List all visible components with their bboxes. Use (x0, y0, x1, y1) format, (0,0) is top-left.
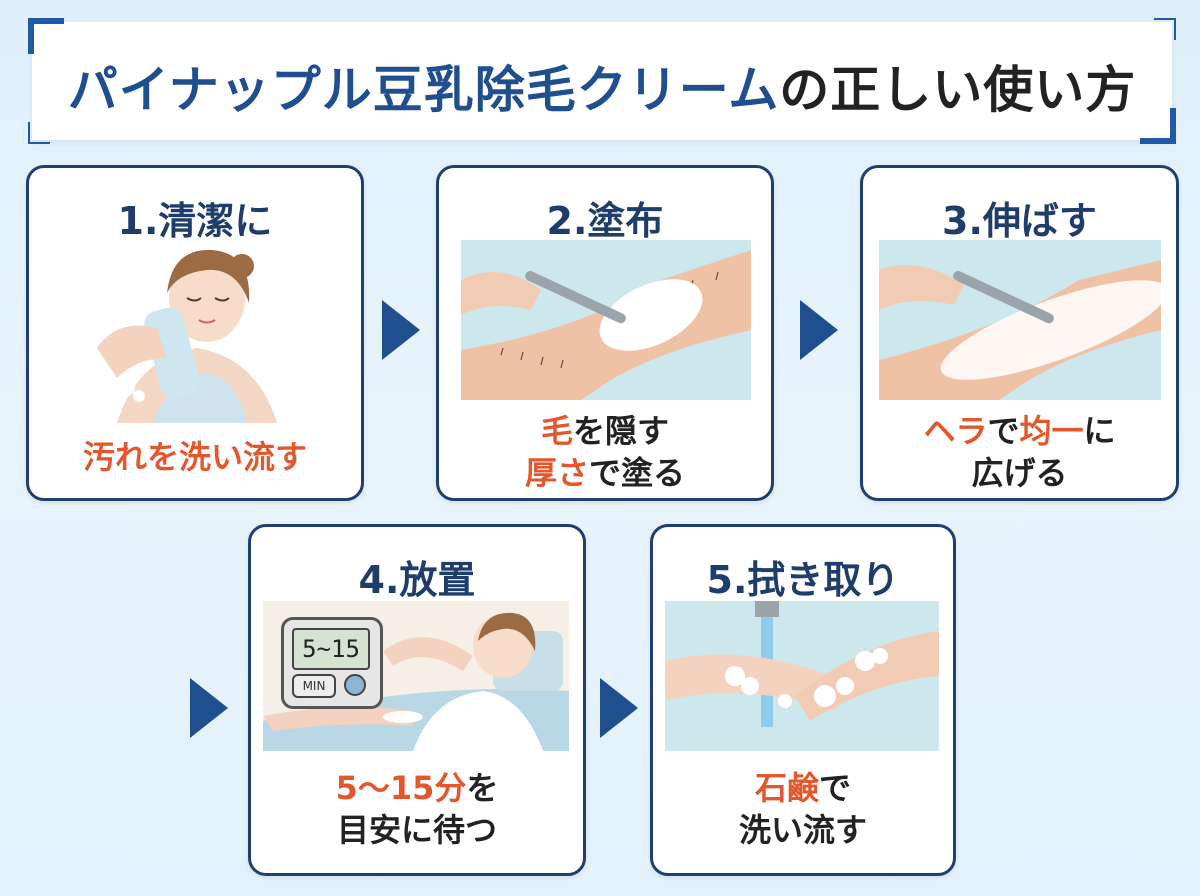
step-card-2: 2.塗布 毛を隠す 厚さで塗る (436, 165, 774, 501)
caption-highlight: 5〜15分 (335, 769, 467, 807)
illustration-washing (77, 238, 317, 423)
step-title: 4.放置 (358, 558, 476, 602)
step-card-5: 5.拭き取り 石鹸で 洗い流す (650, 524, 956, 876)
next-arrow-icon (190, 678, 228, 738)
step-card-4: 4.放置 5~15 MIN 5〜15分を 目安に待つ (248, 524, 586, 876)
corner-decoration (28, 122, 50, 144)
caption-highlight: 石鹸 (754, 769, 819, 807)
caption-highlight: ヘラ (923, 412, 988, 450)
caption-text: で塗る (589, 454, 686, 492)
step-caption: 汚れを洗い流す (29, 436, 361, 478)
caption-text: を (466, 769, 499, 807)
next-arrow-icon (800, 300, 838, 360)
step-caption: 5〜15分を 目安に待つ (251, 767, 583, 851)
step-title: 1.清潔に (117, 199, 273, 243)
corner-decoration (1154, 18, 1176, 40)
timer-widget: 5~15 MIN (281, 617, 383, 709)
corner-decoration (28, 18, 64, 54)
caption-text: 広げる (971, 454, 1068, 492)
timer-display: 5~15 (292, 628, 370, 670)
caption-highlight: 均一 (1019, 412, 1084, 450)
illustration-rinsing (665, 601, 939, 751)
caption-text: に (1083, 412, 1116, 450)
step-card-3: 3.伸ばす ヘラで均一に 広げる (860, 165, 1179, 501)
illustration-applying (461, 240, 751, 400)
caption-text: 洗い流す (738, 811, 867, 849)
caption-highlight: 厚さ (524, 454, 589, 492)
step-card-1: 1.清潔に 汚れを洗い流す (26, 165, 364, 501)
timer-knob (344, 674, 366, 696)
title-banner: パイナップル豆乳除毛クリームの正しい使い方 (28, 18, 1176, 144)
title-product: パイナップル豆乳除毛クリーム (67, 61, 780, 119)
step-caption: 石鹸で 洗い流す (653, 767, 953, 851)
page-title: パイナップル豆乳除毛クリームの正しい使い方 (32, 50, 1172, 122)
caption-text: 目安に待つ (336, 811, 497, 849)
step-caption: ヘラで均一に 広げる (863, 410, 1176, 494)
caption-text: を隠す (573, 412, 670, 450)
corner-decoration (1140, 108, 1176, 144)
title-suffix: の正しい使い方 (779, 61, 1137, 119)
next-arrow-icon (600, 678, 638, 738)
caption-text: で (819, 769, 852, 807)
step-title: 2.塗布 (546, 199, 664, 243)
caption-highlight: 汚れを洗い流す (82, 438, 307, 476)
step-caption: 毛を隠す 厚さで塗る (439, 410, 771, 494)
step-title: 3.伸ばす (942, 199, 1097, 243)
caption-highlight: 毛 (540, 412, 573, 450)
step-title: 5.拭き取り (706, 558, 900, 602)
timer-min-button: MIN (292, 674, 336, 698)
next-arrow-icon (382, 300, 420, 360)
caption-text: で (987, 412, 1020, 450)
illustration-spreading (879, 240, 1161, 400)
